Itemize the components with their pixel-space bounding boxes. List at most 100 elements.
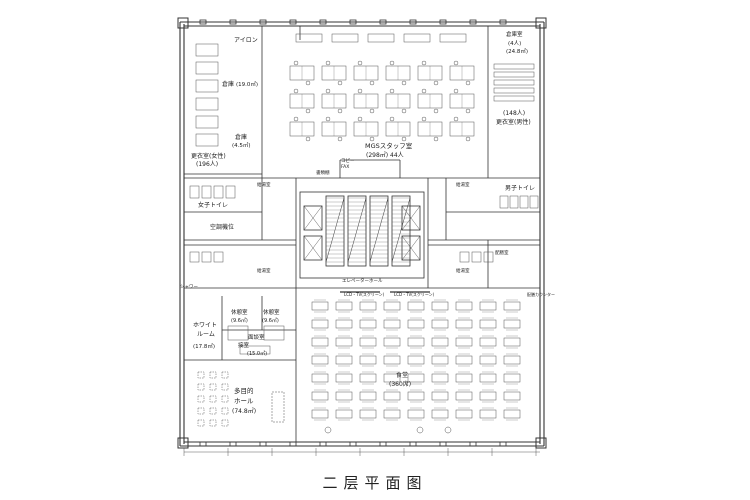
cafeteria-table xyxy=(479,319,497,329)
cafeteria-table xyxy=(335,409,353,419)
column xyxy=(439,19,447,25)
label-tea-right: 給湯室 xyxy=(456,267,470,274)
label-warehouse-small-area: (4.5㎡) xyxy=(232,141,251,149)
cafeteria-table xyxy=(407,409,425,419)
hall-chair xyxy=(221,383,229,391)
cafeteria-table xyxy=(479,301,497,311)
label-locker-male: 更衣室(男性) xyxy=(496,118,531,126)
drawing-title: 二层平面图 xyxy=(322,474,428,492)
hall-chair xyxy=(221,419,229,427)
chair xyxy=(433,108,439,114)
storage-rack xyxy=(195,97,219,111)
chair xyxy=(421,88,427,94)
cafeteria-table xyxy=(455,319,473,329)
chair xyxy=(369,80,375,86)
label-reception: 接室 xyxy=(238,341,250,349)
meeting-table xyxy=(403,33,431,43)
chair xyxy=(401,136,407,142)
label-white-room-area: (17.8㎡) xyxy=(193,342,215,350)
elevator-cross xyxy=(303,205,323,231)
cafeteria-table xyxy=(359,337,377,347)
planter xyxy=(444,426,452,434)
cafeteria-table xyxy=(455,373,473,383)
cafeteria-table xyxy=(455,301,473,311)
cafeteria-table xyxy=(383,355,401,365)
storage-rack xyxy=(195,61,219,75)
label-elevator-hall: エレベーターホール xyxy=(342,277,383,284)
reception-table xyxy=(239,345,271,355)
column xyxy=(319,441,327,447)
cafeteria-table xyxy=(383,391,401,401)
cafeteria-table xyxy=(359,319,377,329)
column xyxy=(199,19,207,25)
storage-rack xyxy=(195,133,219,147)
hall-chair xyxy=(197,383,205,391)
cafeteria-table xyxy=(431,319,449,329)
label-cafeteria: 食堂 xyxy=(396,371,408,379)
locker-bank xyxy=(493,79,535,86)
cafeteria-table xyxy=(503,337,521,347)
column xyxy=(379,441,387,447)
label-water-heater-right: 給湯室 xyxy=(456,181,470,188)
chair xyxy=(453,60,459,66)
cafeteria-table xyxy=(335,355,353,365)
cafeteria-table xyxy=(407,319,425,329)
label-storage-area: (19.0㎡) xyxy=(236,80,258,88)
chair xyxy=(401,80,407,86)
cafeteria-table xyxy=(311,301,329,311)
toilet-stall xyxy=(201,185,212,199)
cafeteria-table xyxy=(431,301,449,311)
hall-chair xyxy=(197,419,205,427)
column xyxy=(259,19,267,25)
cafeteria-table xyxy=(455,391,473,401)
elevator-cross xyxy=(303,235,323,261)
cafeteria-table xyxy=(407,337,425,347)
chair xyxy=(465,80,471,86)
hall-chair xyxy=(209,407,217,415)
cafeteria-table xyxy=(359,301,377,311)
label-serving: 配膳カウンター xyxy=(527,291,555,297)
chair xyxy=(453,88,459,94)
storage-rack xyxy=(195,43,219,57)
cafeteria-table xyxy=(383,301,401,311)
label-locker-female-count: (196人) xyxy=(196,161,218,168)
column xyxy=(289,441,297,447)
chair xyxy=(421,116,427,122)
column xyxy=(439,441,447,447)
column xyxy=(289,19,297,25)
column xyxy=(469,441,477,447)
column xyxy=(499,19,507,25)
column xyxy=(499,441,507,447)
chair xyxy=(293,116,299,122)
toilet-stall xyxy=(225,185,236,199)
planter xyxy=(324,426,332,434)
chair xyxy=(389,88,395,94)
cafeteria-table xyxy=(503,409,521,419)
hall-stage xyxy=(271,391,285,423)
chair xyxy=(389,116,395,122)
chair xyxy=(293,60,299,66)
label-ironing: アイロン xyxy=(234,37,258,44)
shower-stall xyxy=(213,251,224,263)
cafeteria-table xyxy=(359,409,377,419)
hall-chair xyxy=(221,407,229,415)
cafeteria-table xyxy=(311,355,329,365)
meeting-table xyxy=(331,33,359,43)
hall-chair xyxy=(221,371,229,379)
label-shower: シャワー xyxy=(180,284,198,290)
locker-bank xyxy=(493,71,535,78)
toilet-stall xyxy=(509,195,519,209)
label-rest-a-area: (9.6㎡) xyxy=(231,317,248,324)
locker-bank xyxy=(493,63,535,70)
cafeteria-table xyxy=(359,373,377,383)
cafeteria-table xyxy=(383,409,401,419)
meeting-table xyxy=(439,33,467,43)
planter xyxy=(416,426,424,434)
cafeteria-table xyxy=(503,355,521,365)
label-kitchen: 配膳室 xyxy=(495,249,509,256)
cafeteria-table xyxy=(407,373,425,383)
label-lcd-tv-2: LCD・TV(スクリーン) xyxy=(394,291,435,297)
column xyxy=(409,441,417,447)
cafeteria-table xyxy=(359,355,377,365)
meeting-table xyxy=(367,33,395,43)
